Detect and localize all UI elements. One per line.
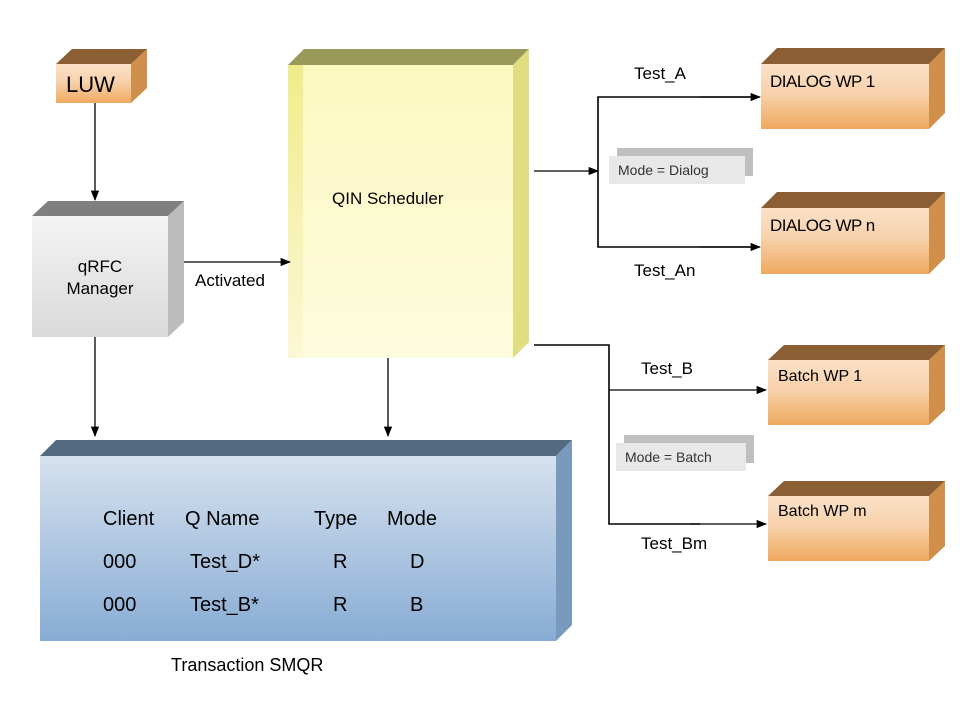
cell-mode: D (410, 551, 425, 573)
qrfc-manager-box[interactable] (32, 201, 184, 337)
test-a-label: Test_A (634, 64, 686, 83)
mode-batch-text: Mode = Batch (625, 449, 712, 465)
mode-dialog-note (609, 148, 753, 184)
mode-batch-note (616, 435, 754, 471)
dialog-wp-1-box[interactable] (761, 48, 945, 129)
edge-dialog-branch (597, 96, 758, 248)
header-mode: Mode (387, 508, 438, 530)
test-bm-label: Test_Bm (641, 534, 708, 553)
cell-q-name: Test_D* (190, 551, 261, 573)
activated-label: Activated (195, 271, 265, 290)
batch-wp-1-box[interactable] (768, 345, 945, 425)
batch-wp-m-label: Batch WP m (778, 503, 867, 520)
test-b-label: Test_B (641, 359, 693, 378)
qin-scheduler-box[interactable] (288, 49, 529, 358)
cell-type: R (333, 594, 348, 616)
dialog-wp-n-label: DIALOG WP n (770, 216, 875, 235)
cell-client: 000 (103, 551, 137, 573)
dialog-wp-1-label: DIALOG WP 1 (770, 72, 875, 91)
header-client: Client (103, 508, 155, 530)
qin-scheduler-label: QIN Scheduler (332, 189, 444, 208)
cell-type: R (333, 551, 348, 573)
header-type: Type (314, 508, 358, 530)
dialog-wp-n-box[interactable] (761, 192, 945, 274)
header-q-name: Q Name (185, 508, 260, 530)
mode-dialog-text: Mode = Dialog (618, 162, 709, 178)
edge-batch-branch (534, 344, 700, 525)
cell-mode: B (410, 594, 424, 616)
smqr-table-box[interactable] (40, 440, 572, 641)
batch-wp-1-label: Batch WP 1 (778, 368, 863, 385)
batch-wp-m-box[interactable] (768, 481, 945, 561)
qrfc-manager-label-line2: Manager (66, 279, 134, 298)
qrfc-manager-label-line1: qRFC (77, 257, 123, 276)
smqr-caption: Transaction SMQR (171, 655, 324, 675)
cell-client: 000 (103, 594, 137, 616)
test-an-label: Test_An (634, 261, 696, 280)
luw-label: LUW (66, 72, 115, 97)
cell-q-name: Test_B* (190, 594, 259, 616)
luw-box[interactable] (56, 49, 147, 103)
